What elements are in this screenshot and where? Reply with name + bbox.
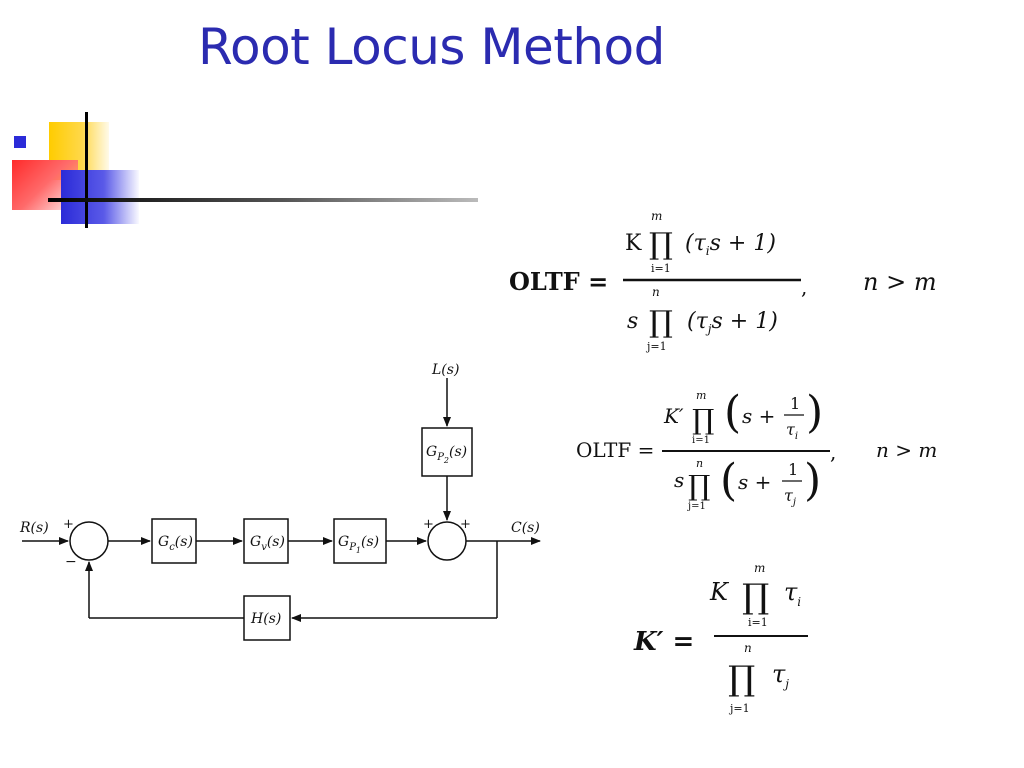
equation-oltf-1-svg: OLTF = K m ∏ i=1 (τis + 1) s n ∏ j=1 (τj… [509, 209, 937, 353]
eq3-den-prod-top: n [744, 641, 752, 655]
equation-k-prime: K′ = K m ∏ i=1 τi n ∏ j=1 τj [632, 560, 832, 724]
block-gv [243, 518, 289, 564]
eq1-lhs: OLTF = [509, 267, 608, 296]
eq2-den-prod-top: n [696, 457, 703, 470]
eq2-num-frac-den: τi [786, 420, 798, 442]
eq1-condition: n > m [863, 268, 937, 296]
eq1-num-k: K [625, 231, 642, 256]
label-h: H(s) [250, 611, 281, 627]
eq2-num-paren-close: ) [806, 387, 823, 438]
eq3-lhs: K′ = [633, 627, 694, 657]
sum1-minus: − [65, 554, 77, 570]
decor-blue-square [61, 170, 139, 224]
eq2-num-prod: ∏ [692, 403, 714, 436]
eq3-num-prod: ∏ [742, 577, 769, 617]
eq3-num-prod-top: m [754, 561, 765, 575]
eq1-den-s: s [627, 309, 638, 334]
eq1-den-prod: ∏ [649, 305, 673, 340]
label-gc: Gc(s) [158, 534, 193, 553]
eq1-den-prod-top: n [652, 285, 660, 299]
eq1-num-prod-top: m [651, 212, 662, 223]
eq2-den-prod-bottom: j=1 [687, 501, 706, 512]
equation-k-prime-svg: K′ = K m ∏ i=1 τi n ∏ j=1 τj [633, 561, 808, 715]
eq2-den-frac-num: 1 [788, 460, 798, 479]
eq2-lhs: OLTF = [576, 438, 654, 462]
eq2-num-prod-top: m [696, 389, 706, 402]
label-input: R(s) [19, 520, 49, 536]
eq2-num-k: K′ [663, 404, 684, 428]
sum2-plus-top: + [460, 517, 471, 532]
eq2-num-s: s + [742, 404, 775, 428]
decor-horizontal-line [48, 198, 478, 202]
eq1-den-prod-bottom: j=1 [645, 340, 667, 353]
bullet-square [14, 136, 26, 148]
eq2-condition: n > m [876, 438, 937, 462]
label-gv: Gv(s) [250, 534, 285, 553]
eq2-den-s: s [674, 468, 684, 492]
eq2-num-frac-num: 1 [790, 394, 800, 413]
eq2-num-paren-open: ( [724, 387, 741, 438]
eq3-num-prod-bottom: i=1 [748, 616, 768, 629]
block-h [243, 595, 291, 641]
eq2-den-paren-close: ) [804, 455, 821, 506]
label-gp1: GP1(s) [338, 534, 379, 555]
eq3-den-prod: ∏ [728, 659, 755, 699]
label-output: C(s) [511, 520, 540, 536]
eq1-num-prod: ∏ [649, 227, 673, 262]
equation-oltf-2-svg: OLTF = K′ m ∏ i=1 ( s + 1 τi ) s n ∏ j=1… [576, 387, 937, 512]
block-diagram-svg: R(s) C(s) L(s) + − + + Gc(s) Gv(s) GP1(s… [19, 362, 541, 641]
eq2-num-prod-bottom: i=1 [692, 435, 710, 446]
eq1-num-factor: (τis + 1) [685, 231, 776, 258]
equation-oltf-1: OLTF = K m ∏ i=1 (τis + 1) s n ∏ j=1 (τj… [505, 209, 955, 366]
eq2-separator: , [830, 440, 836, 464]
eq3-den-tau: τj [772, 660, 789, 691]
label-load: L(s) [431, 362, 459, 378]
eq1-den-factor: (τjs + 1) [687, 309, 778, 336]
label-gp2: GP2(s) [426, 444, 467, 465]
eq1-num-prod-bottom: i=1 [651, 262, 671, 275]
decor-vertical-line [85, 112, 88, 228]
eq2-den-prod: ∏ [688, 469, 710, 502]
sum1-plus: + [63, 517, 74, 532]
eq1-separator: , [801, 275, 807, 299]
eq2-den-frac-den: τj [784, 486, 796, 508]
eq3-num-tau: τi [784, 578, 801, 609]
sum2-plus-left: + [423, 517, 434, 532]
equation-oltf-2: OLTF = K′ m ∏ i=1 ( s + 1 τi ) s n ∏ j=1… [574, 385, 974, 529]
eq3-num-k: K [709, 578, 730, 606]
block-gc [151, 518, 197, 564]
block-gp2 [421, 427, 473, 477]
slide-title: Root Locus Method [198, 18, 665, 76]
block-diagram: R(s) C(s) L(s) + − + + Gc(s) Gv(s) GP1(s… [0, 350, 560, 654]
eq2-den-paren-open: ( [720, 455, 737, 506]
eq2-den-s2: s + [738, 470, 771, 494]
eq3-den-prod-bottom: j=1 [728, 702, 750, 715]
